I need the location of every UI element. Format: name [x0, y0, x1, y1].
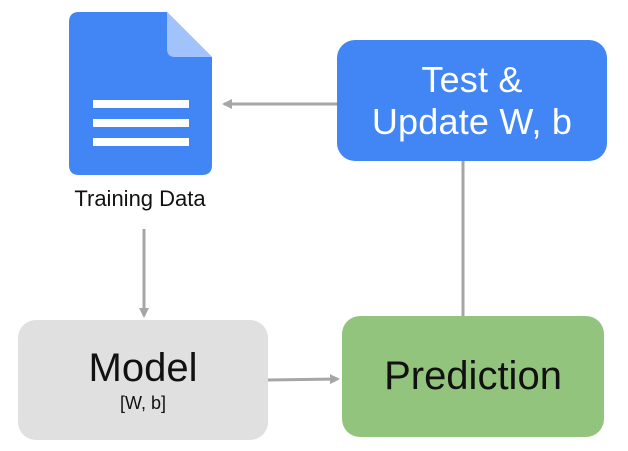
test-update-line-1: Test & — [421, 59, 523, 101]
test-update-line-2: Update W, b — [371, 100, 573, 142]
test-update-node: Test & Update W, b — [337, 40, 607, 161]
arrow-model-to-prediction — [267, 374, 340, 385]
prediction-label: Prediction — [384, 354, 562, 398]
prediction-node: Prediction — [342, 316, 604, 437]
model-params: [W, b] — [119, 393, 166, 413]
model-node: Model [W, b] — [18, 320, 268, 440]
document-icon — [69, 12, 212, 175]
model-title: Model — [88, 346, 198, 390]
training-data-label: Training Data — [74, 186, 206, 211]
